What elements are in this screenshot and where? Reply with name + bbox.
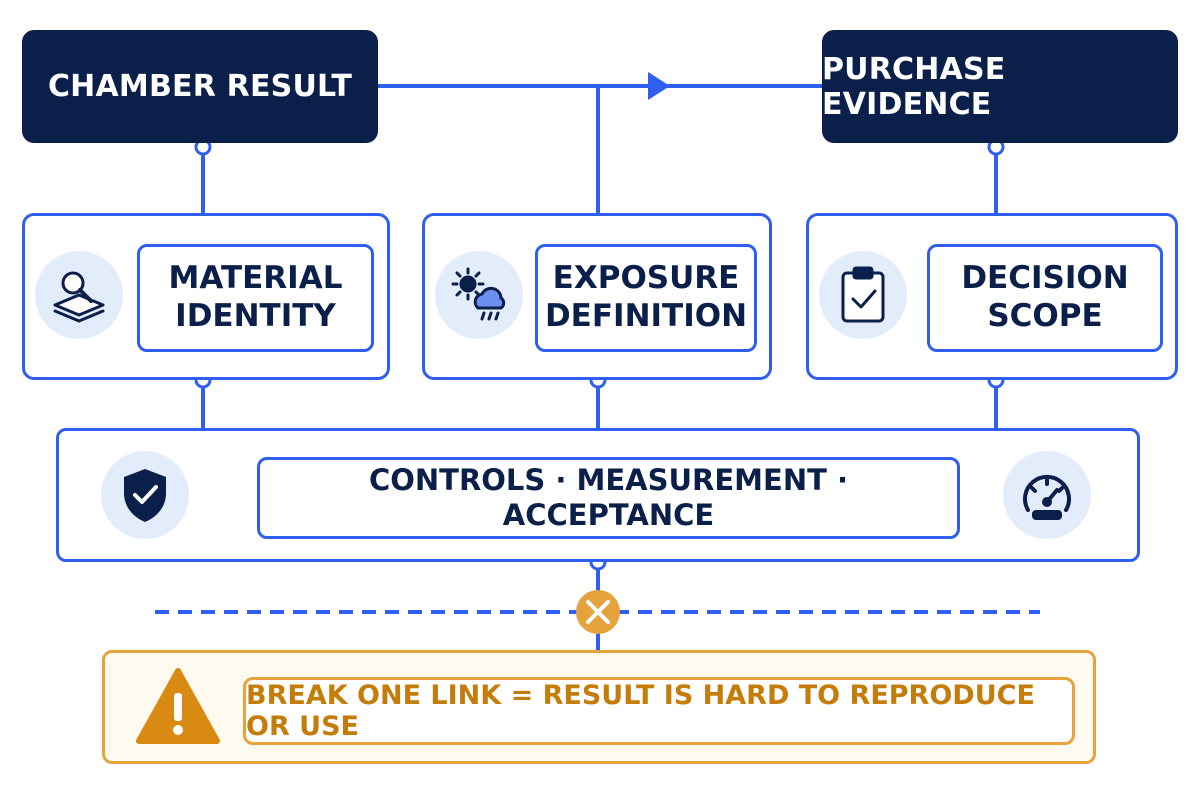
chamber-result-node: CHAMBER RESULT bbox=[22, 30, 378, 143]
controls-measurement-acceptance-band: CONTROLS · MEASUREMENT · ACCEPTANCE bbox=[56, 428, 1140, 562]
magnifier-layers-icon bbox=[35, 251, 123, 339]
flow-arrowhead bbox=[648, 72, 670, 100]
chamber-result-label: CHAMBER RESULT bbox=[47, 69, 353, 104]
warning-label-box: BREAK ONE LINK = RESULT IS HARD TO REPRO… bbox=[243, 677, 1075, 745]
shield-check-icon bbox=[101, 451, 189, 539]
warning-text: BREAK ONE LINK = RESULT IS HARD TO REPRO… bbox=[246, 680, 1035, 742]
controls-measurement-acceptance-label: CONTROLS · MEASUREMENT · ACCEPTANCE bbox=[368, 462, 849, 532]
purchase-evidence-label: PURCHASE EVIDENCE bbox=[822, 51, 1006, 122]
material-identity-line2: IDENTITY bbox=[175, 298, 336, 334]
material-identity-card: MATERIAL IDENTITY bbox=[22, 213, 390, 380]
controls-label-box: CONTROLS · MEASUREMENT · ACCEPTANCE bbox=[257, 457, 960, 539]
decision-scope-label-box: DECISION SCOPE bbox=[927, 244, 1163, 352]
warning-box: BREAK ONE LINK = RESULT IS HARD TO REPRO… bbox=[102, 650, 1096, 764]
material-identity-line1: MATERIAL bbox=[168, 260, 343, 297]
material-identity-label-box: MATERIAL IDENTITY bbox=[137, 244, 374, 352]
exposure-definition-line2: DEFINITION bbox=[544, 298, 748, 334]
decision-scope-card: DECISION SCOPE bbox=[806, 213, 1178, 380]
clipboard-check-icon bbox=[819, 251, 907, 339]
decision-scope-line1: DECISION bbox=[961, 260, 1129, 297]
warning-triangle-icon bbox=[135, 665, 221, 751]
break-x-icon bbox=[576, 590, 620, 634]
exposure-definition-label-box: EXPOSURE DEFINITION bbox=[535, 244, 757, 352]
exposure-definition-card: EXPOSURE DEFINITION bbox=[422, 213, 772, 380]
sun-rain-cloud-icon bbox=[435, 251, 523, 339]
purchase-evidence-node: PURCHASE EVIDENCE bbox=[822, 30, 1178, 143]
exposure-definition-line1: EXPOSURE bbox=[552, 260, 740, 297]
gauge-icon bbox=[1003, 451, 1091, 539]
decision-scope-line2: SCOPE bbox=[987, 298, 1103, 334]
